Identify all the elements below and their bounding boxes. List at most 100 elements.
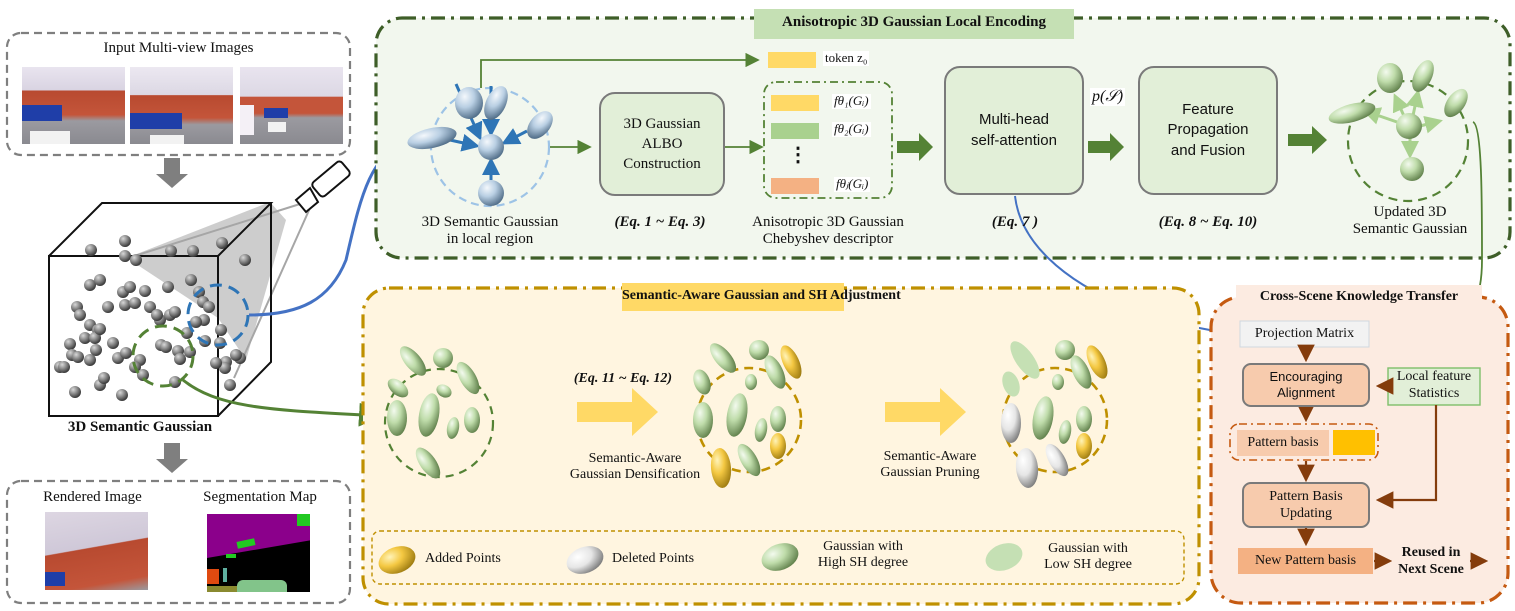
gaussian-point <box>84 354 96 366</box>
gaussian-point <box>185 274 197 286</box>
gaussian-ellipsoid <box>780 345 802 379</box>
gaussian-point <box>181 327 193 339</box>
gaussian-ellipsoid <box>754 418 768 442</box>
gaussian-point <box>116 389 128 401</box>
new-pattern-basis: New Pattern basis <box>1254 553 1357 568</box>
adjustment-title-bg <box>622 283 844 311</box>
gaussian-point <box>151 309 163 321</box>
gaussian-point <box>74 309 86 321</box>
gaussian-ellipsoid <box>726 393 748 437</box>
gaussian-ellipsoid <box>1002 371 1020 397</box>
gaussian-point <box>72 351 84 363</box>
adjustment-title: Semantic-Aware Gaussian and SH Adjustmen… <box>622 288 901 303</box>
gaussian-ellipsoid <box>764 355 786 389</box>
gaussian-ellipsoid <box>1015 448 1039 488</box>
gaussian-point <box>174 353 186 365</box>
gaussian-ellipsoid <box>446 417 460 439</box>
gaussian-point-cloud <box>54 235 251 401</box>
gaussian-ellipsoid <box>399 346 427 376</box>
token-bar <box>768 52 816 68</box>
fusion-equation: (Eq. 8 ~ Eq. 10) <box>1158 214 1258 230</box>
encoding-title: Anisotropic 3D Gaussian Local Encoding <box>782 14 1046 30</box>
gaussian-point <box>169 376 181 388</box>
gaussian-point <box>137 369 149 381</box>
gaussian-ellipsoid <box>1032 396 1054 440</box>
gaussian-cluster-original <box>387 346 480 479</box>
gaussian-point <box>89 332 101 344</box>
output-frame <box>5 479 352 605</box>
ellipsis-icon: ⋮ <box>788 144 808 166</box>
green-connector <box>182 378 383 427</box>
updated-gaussian-cluster <box>1328 60 1468 181</box>
segmentation-map-label: Segmentation Map <box>203 489 317 505</box>
pattern-basis-label: Pattern basis <box>1247 435 1319 450</box>
gaussian-point <box>79 332 91 344</box>
gaussian-ellipsoid <box>693 369 711 395</box>
gaussian-point <box>230 349 242 361</box>
gaussian-ellipsoid <box>737 443 761 477</box>
local-gaussian-cluster <box>407 83 553 206</box>
gaussian-point <box>162 281 174 293</box>
gaussian-point <box>187 245 199 257</box>
gaussian-ellipsoid <box>770 433 786 459</box>
input-images-title: Input Multi-view Images <box>103 40 254 56</box>
gaussian-point <box>165 245 177 257</box>
gaussian-point <box>107 337 119 349</box>
gaussian-point <box>119 235 131 247</box>
gaussian-ellipsoid <box>1045 443 1069 477</box>
albo-equation: (Eq. 1 ~ Eq. 3) <box>614 214 706 230</box>
input-image-3 <box>240 67 343 144</box>
projection-matrix: Projection Matrix <box>1254 326 1355 341</box>
encoding-title-bg <box>754 9 1074 39</box>
input-images-frame <box>5 31 352 157</box>
gaussian-point <box>64 338 76 350</box>
ps-label: p(𝒮) <box>1090 88 1126 107</box>
gaussian-ellipsoid <box>749 340 769 360</box>
gaussian-ellipsoid <box>456 361 480 395</box>
gaussian-ellipsoid <box>433 348 453 368</box>
gaussian-point <box>58 361 70 373</box>
gaussian-point <box>216 237 228 249</box>
local-region-green <box>131 324 195 388</box>
legend-added-points: Added Points <box>425 551 501 566</box>
input-image-2 <box>130 67 233 144</box>
gaussian-point <box>160 341 172 353</box>
local-region-blue <box>186 283 250 347</box>
gaussian-point <box>98 372 110 384</box>
gaussian-ellipsoid <box>415 447 441 479</box>
gaussian-cluster-densified <box>693 340 802 488</box>
gaussian-point <box>90 344 102 356</box>
low-sh-icon <box>985 543 1023 571</box>
gaussian-ellipsoid <box>1076 406 1092 432</box>
gaussian-ellipsoid <box>436 384 452 398</box>
gaussian-point <box>94 323 106 335</box>
gaussian-cluster-pruned <box>1001 340 1108 488</box>
gaussian-point <box>224 379 236 391</box>
gaussian-ellipsoid <box>709 343 737 373</box>
gaussian-ellipsoid <box>464 407 480 433</box>
gaussian-ellipsoid <box>693 402 713 438</box>
descriptor-frame <box>763 81 893 199</box>
gaussian-point <box>190 316 202 328</box>
gaussian-point <box>84 279 96 291</box>
prune-arrow-icon <box>885 388 966 436</box>
descriptor-item-2: fθ₂(Gᵢ) <box>832 121 871 137</box>
gaussian-ellipsoid <box>770 406 786 432</box>
legend-frame <box>371 530 1185 585</box>
gaussian-point <box>69 386 81 398</box>
gaussian-ellipsoid <box>1076 433 1092 459</box>
gaussian-point <box>129 297 141 309</box>
densify-equation: (Eq. 11 ~ Eq. 12) <box>573 371 673 386</box>
gaussian-point <box>139 285 151 297</box>
gaussian-point <box>169 306 181 318</box>
gaussian-ellipsoid <box>387 400 407 436</box>
